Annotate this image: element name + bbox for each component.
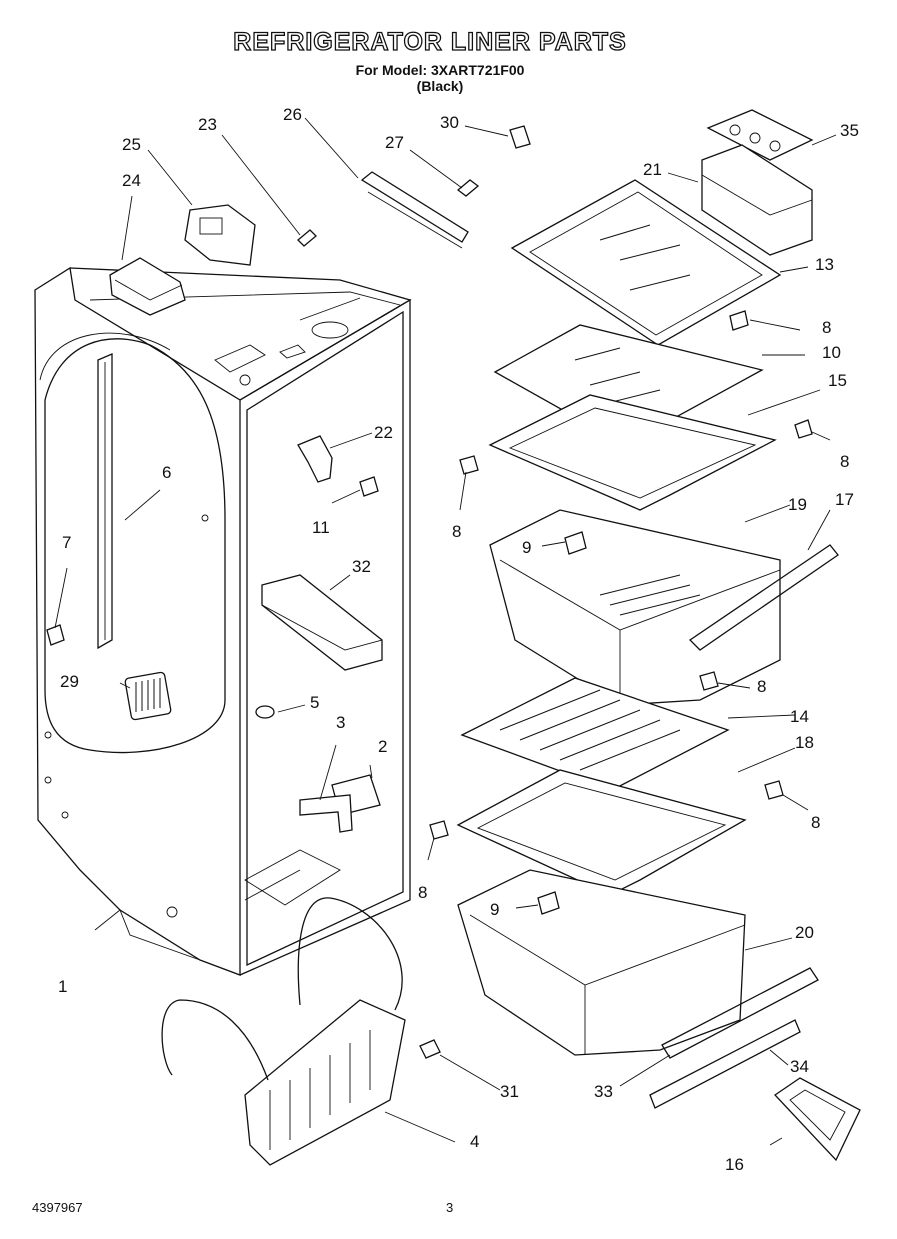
part-18-crisper-frame: [456, 769, 747, 896]
callout-30: 30: [440, 113, 459, 132]
part-24-damper-housing: [109, 257, 186, 316]
part-22-bracket: [297, 435, 333, 483]
page-number: 3: [446, 1200, 454, 1215]
callout-7: 7: [62, 533, 71, 552]
callout-10: 10: [822, 343, 841, 362]
callout-32: 32: [352, 557, 371, 576]
part-7-screw: [46, 624, 65, 646]
callout-8-d: 8: [757, 677, 766, 696]
part-19-crisper-drawer: [489, 509, 781, 706]
part-17-rod: [688, 544, 839, 651]
callout-13: 13: [815, 255, 834, 274]
callout-11: 11: [312, 518, 330, 537]
part-20-crisper-drawer: [457, 869, 746, 1056]
part-8-fastener-e: [764, 780, 784, 800]
callout-29: 29: [60, 672, 79, 691]
model-line: For Model: 3XART721F00: [355, 62, 525, 78]
part-8-fastener-b: [794, 419, 813, 439]
callout-3: 3: [336, 713, 345, 732]
callout-6: 6: [162, 463, 171, 482]
part-29-vent: [124, 671, 172, 721]
part-4-drain-tray: [161, 897, 406, 1166]
callout-2: 2: [378, 737, 387, 756]
callout-24: 24: [122, 171, 141, 190]
document-number: 4397967: [32, 1200, 83, 1215]
part-9-fastener-a: [564, 531, 587, 555]
callout-9-b: 9: [490, 900, 499, 919]
color-line: (Black): [416, 78, 464, 94]
part-27-screw: [456, 179, 480, 197]
callout-leader-lines: [54, 117, 837, 1146]
callout-8-f: 8: [418, 883, 427, 902]
callout-34: 34: [790, 1057, 809, 1076]
part-16-cover: [774, 1077, 861, 1162]
part-11-screw: [359, 476, 379, 497]
part-26-rail: [360, 171, 469, 249]
part-33-trim: [661, 967, 819, 1059]
callout-15: 15: [828, 371, 847, 390]
callout-8-e: 8: [811, 813, 820, 832]
part-31-screw: [419, 1039, 441, 1059]
callout-8-c: 8: [452, 522, 461, 541]
callout-14: 14: [790, 707, 809, 726]
cabinet-liner-drawing: [34, 266, 412, 976]
callout-33: 33: [594, 1082, 613, 1101]
part-8-fastener-a: [729, 310, 749, 331]
callout-9-a: 9: [522, 538, 531, 557]
part-8-fastener-f: [429, 820, 449, 840]
part-9-fastener-b: [537, 891, 560, 915]
callout-22: 22: [374, 423, 393, 442]
callout-23: 23: [198, 115, 217, 134]
callout-17: 17: [835, 490, 854, 509]
part-3-bracket: [299, 794, 353, 833]
part-23-screw: [297, 229, 317, 247]
callout-21: 21: [643, 160, 662, 179]
callout-8-a: 8: [822, 318, 831, 337]
part-15-crisper-frame: [488, 394, 777, 511]
part-13-shelf-frame: [510, 179, 782, 346]
part-8-fastener-d: [699, 671, 719, 691]
callout-26: 26: [283, 105, 302, 124]
callout-20: 20: [795, 923, 814, 942]
callout-4: 4: [470, 1132, 479, 1151]
part-34-trim: [649, 1019, 801, 1109]
callout-35: 35: [840, 121, 859, 140]
callout-31: 31: [500, 1082, 519, 1101]
part-21-bin: [701, 144, 813, 256]
callout-27: 27: [385, 133, 404, 152]
callout-19: 19: [788, 495, 807, 514]
part-5-grommet: [255, 705, 275, 719]
diagram-title: REFRIGERATOR LINER PARTS: [233, 27, 627, 56]
callout-16: 16: [725, 1155, 744, 1174]
part-8-fastener-c: [459, 455, 479, 475]
callout-25: 25: [122, 135, 141, 154]
callout-numbers: 1 2 3 4 5 6 7 8 8 8 8 8 8 9 9 10 11 13 1…: [58, 105, 859, 1174]
callout-5: 5: [310, 693, 319, 712]
part-6-rail: [97, 353, 113, 650]
callout-1: 1: [58, 977, 67, 996]
callout-18: 18: [795, 733, 814, 752]
part-30-clip: [509, 125, 531, 149]
part-32-channel: [261, 574, 383, 671]
callout-8-b: 8: [840, 452, 849, 471]
part-25-damper-cover: [184, 204, 256, 266]
